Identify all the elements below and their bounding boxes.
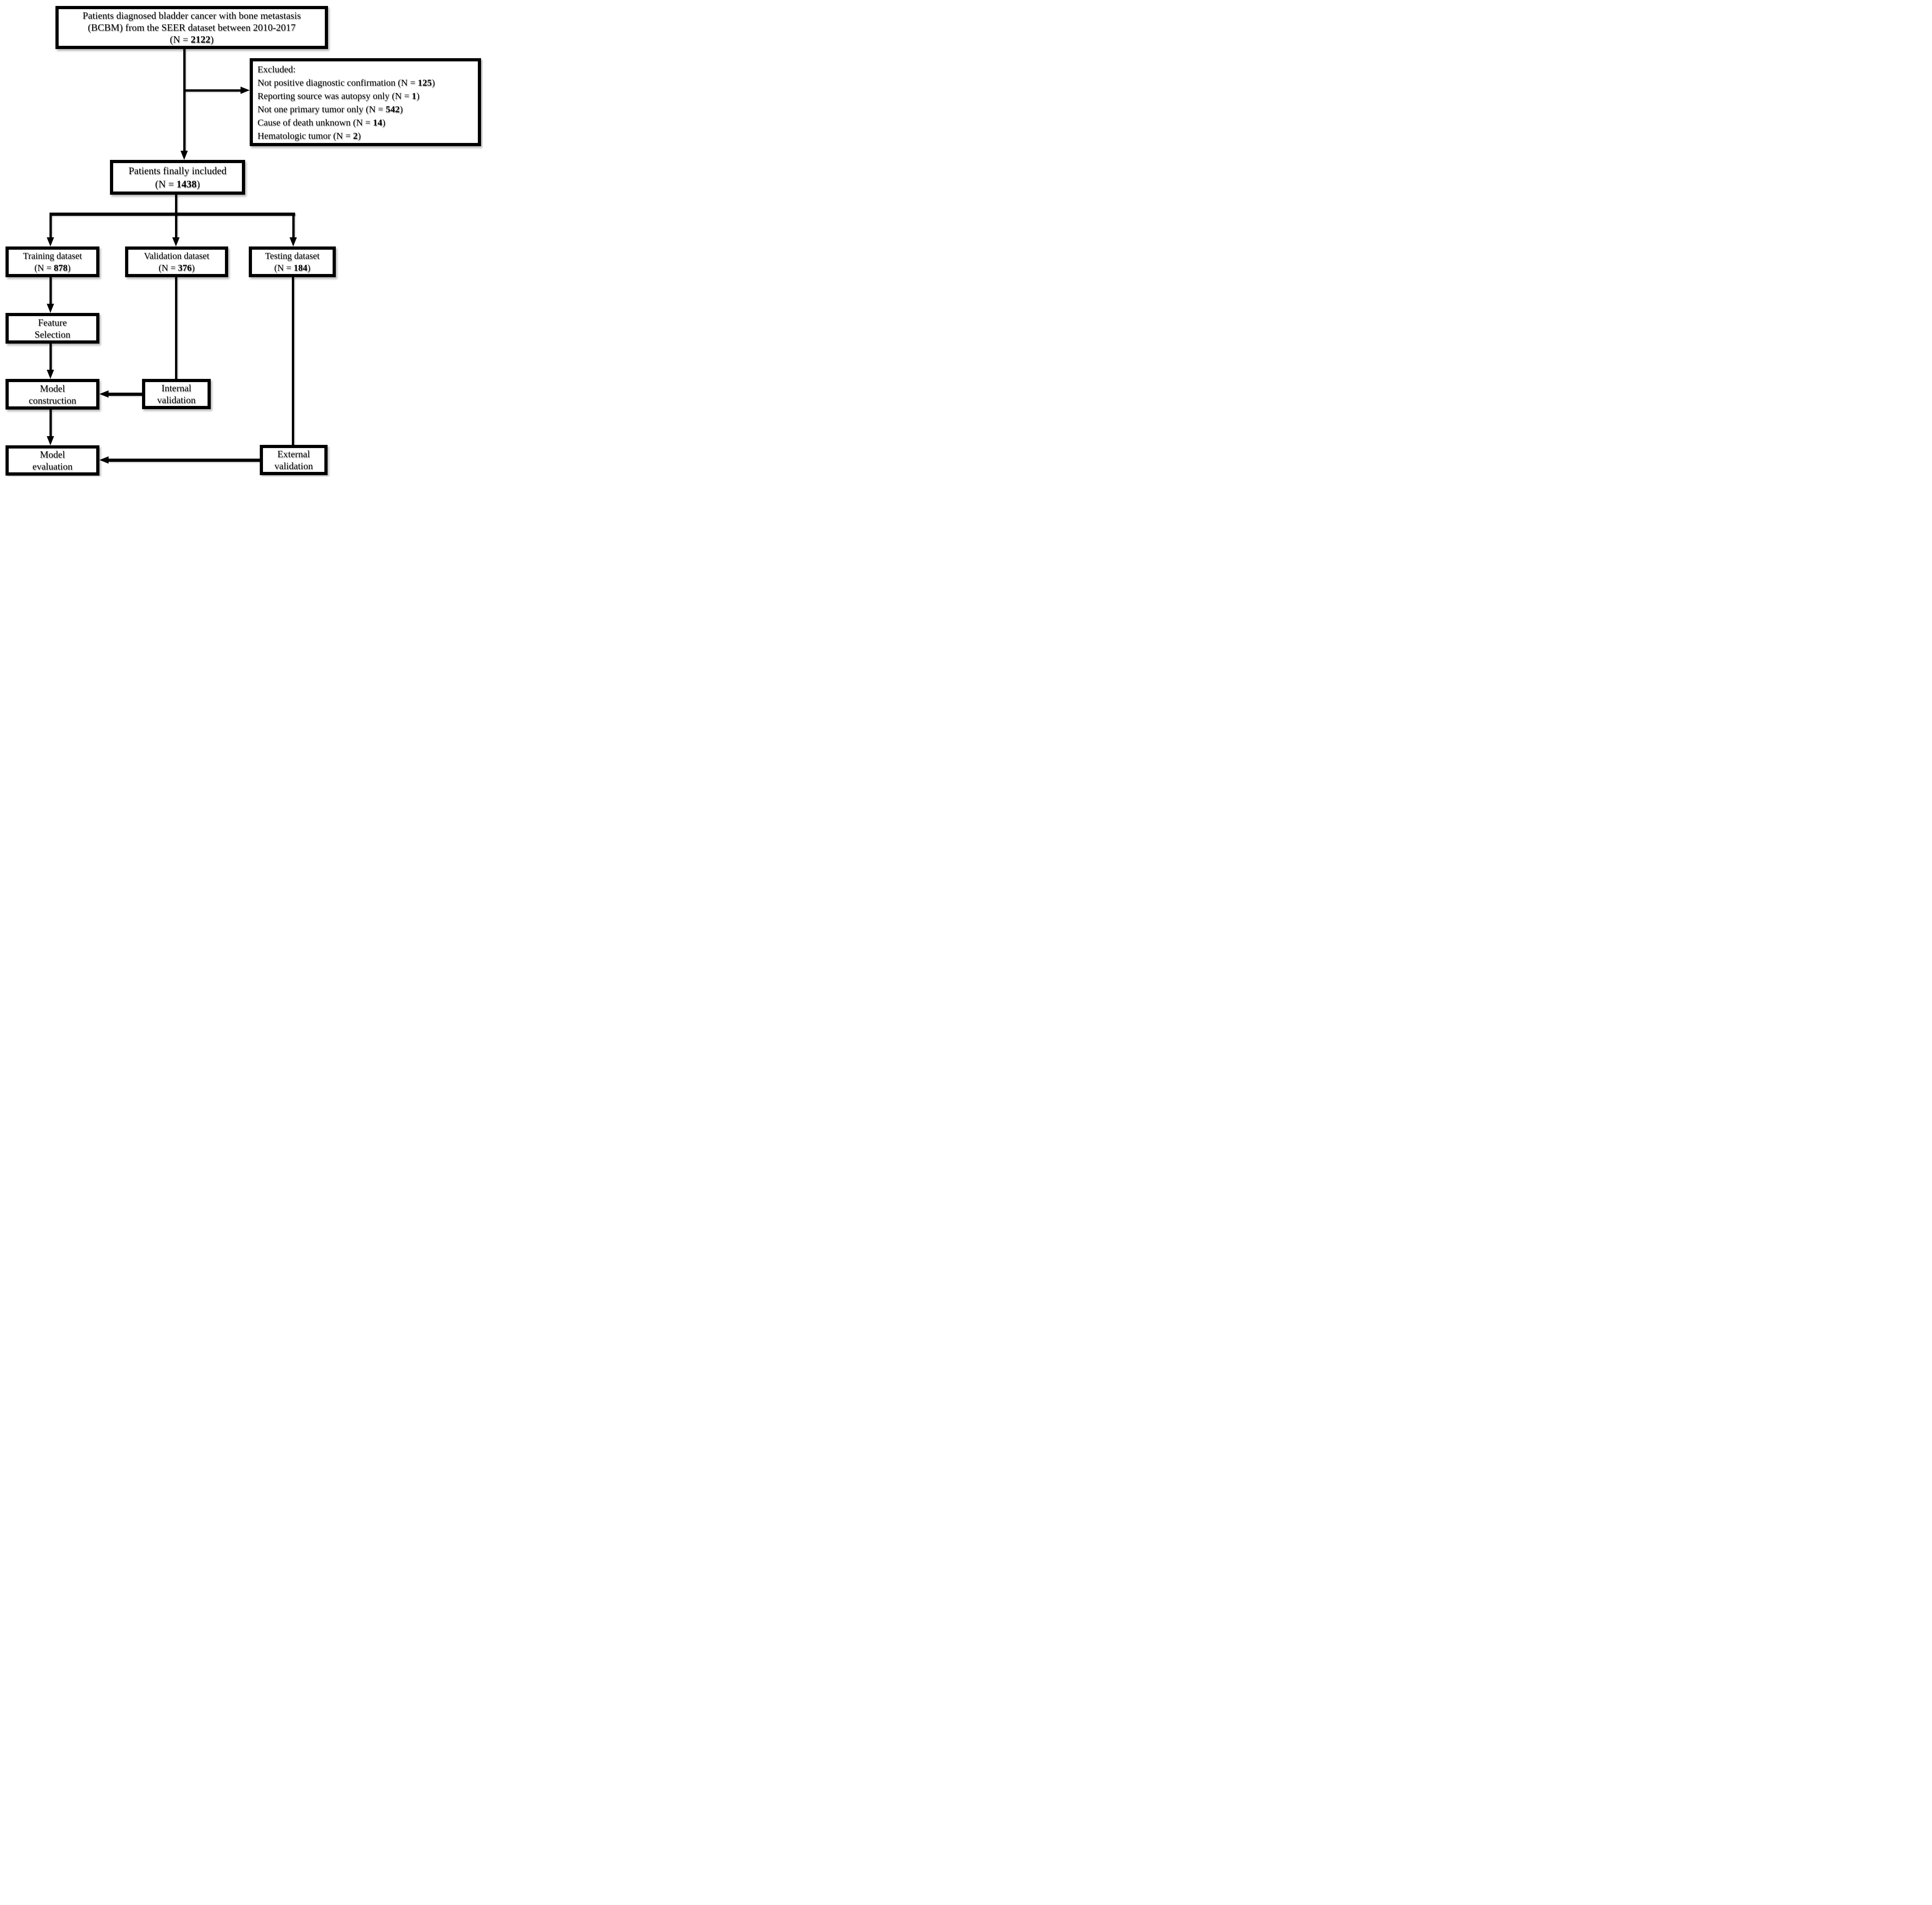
- excluded-item-3-close: ): [400, 104, 403, 115]
- connector-split-to-training: [49, 213, 52, 238]
- box-source-population: Patients diagnosed bladder cancer with b…: [55, 6, 328, 49]
- connector-split-to-testing: [292, 213, 295, 238]
- testing-n-value: 184: [293, 263, 307, 273]
- validation-n-post: ): [192, 263, 195, 273]
- excluded-item-4-close: ): [382, 118, 386, 128]
- validation-n-value: 376: [178, 263, 192, 273]
- training-line-1: Training dataset: [23, 251, 82, 261]
- connector-split-bar: [49, 213, 295, 216]
- internal-line-1: Internal: [161, 383, 192, 394]
- validation-n-pre: (N =: [158, 263, 178, 273]
- source-n-post: ): [210, 34, 214, 45]
- excluded-item: Not one primary tumor only (N = 542): [257, 103, 403, 116]
- excluded-title: Excluded:: [257, 65, 296, 75]
- connector-branch-to-excluded: [183, 89, 241, 92]
- arrowhead-into-included: [181, 151, 188, 160]
- box-validation-dataset: Validation dataset (N = 376): [125, 246, 228, 277]
- excluded-item-2-text: Reporting source was autopsy only (N =: [257, 91, 412, 101]
- excluded-item-1-count: 125: [417, 78, 432, 88]
- arrowhead-into-validation: [172, 237, 180, 246]
- excluded-item-5-count: 2: [353, 131, 358, 141]
- connector-feature-to-construction: [49, 344, 52, 370]
- connector-included-to-split: [175, 195, 177, 215]
- arrowhead-external-into-evaluation: [99, 456, 109, 464]
- box-included: Patients finally included (N = 1438): [110, 160, 245, 195]
- connector-split-to-validation: [175, 213, 177, 238]
- excluded-item-2-count: 1: [411, 91, 416, 101]
- included-count: (N = 1438): [155, 177, 200, 191]
- flowchart-canvas: Patients diagnosed bladder cancer with b…: [0, 0, 483, 476]
- excluded-item-3-count: 542: [385, 104, 400, 115]
- arrowhead-into-excluded: [241, 87, 250, 94]
- excluded-item-3-text: Not one primary tumor only (N =: [257, 104, 386, 115]
- testing-count: (N = 184): [274, 262, 310, 274]
- box-model-construction: Model construction: [5, 379, 99, 410]
- excluded-item: Cause of death unknown (N = 14): [257, 116, 385, 130]
- connector-training-to-feature: [49, 277, 52, 304]
- connector-testing-to-external: [292, 277, 294, 445]
- external-line-1: External: [277, 449, 310, 460]
- connector-internal-to-construction: [108, 393, 142, 396]
- arrowhead-into-evaluation: [47, 436, 54, 445]
- feature-line-2: Selection: [34, 328, 71, 340]
- source-line-1: Patients diagnosed bladder cancer with b…: [82, 10, 301, 21]
- excluded-item: Reporting source was autopsy only (N = 1…: [257, 90, 420, 103]
- box-external-validation: External validation: [260, 445, 328, 475]
- connector-validation-to-internal: [175, 277, 177, 379]
- validation-line-1: Validation dataset: [144, 251, 209, 261]
- source-line-2: (BCBM) from the SEER dataset between 201…: [88, 22, 296, 33]
- testing-line-1: Testing dataset: [265, 251, 320, 261]
- testing-n-post: ): [307, 263, 311, 273]
- arrowhead-internal-into-construction: [99, 390, 109, 398]
- training-count: (N = 878): [34, 262, 71, 274]
- arrowhead-into-training: [47, 237, 54, 246]
- connector-construction-to-evaluation: [49, 410, 52, 437]
- included-n-pre: (N =: [155, 178, 177, 190]
- excluded-item-4-text: Cause of death unknown (N =: [257, 118, 373, 128]
- box-training-dataset: Training dataset (N = 878): [5, 246, 99, 277]
- feature-line-1: Feature: [38, 317, 67, 328]
- connector-external-to-evaluation: [108, 459, 260, 462]
- included-n-value: 1438: [176, 178, 197, 190]
- box-internal-validation: Internal validation: [142, 379, 211, 409]
- internal-line-2: validation: [157, 394, 196, 405]
- arrowhead-into-construction: [47, 370, 54, 379]
- excluded-item: Not positive diagnostic confirmation (N …: [257, 77, 435, 90]
- box-feature-selection: Feature Selection: [5, 313, 99, 344]
- external-line-2: validation: [274, 460, 313, 471]
- construction-line-2: construction: [28, 394, 77, 406]
- evaluation-line-1: Model: [40, 449, 65, 460]
- training-n-post: ): [67, 263, 71, 273]
- source-n-value: 2122: [191, 34, 211, 45]
- excluded-item-2-close: ): [416, 91, 420, 101]
- construction-line-1: Model: [40, 383, 65, 394]
- excluded-item-5-close: ): [357, 131, 361, 141]
- box-testing-dataset: Testing dataset (N = 184): [249, 246, 336, 277]
- excluded-item-4-count: 14: [372, 118, 383, 128]
- arrowhead-into-feature: [47, 304, 54, 313]
- included-n-post: ): [197, 178, 200, 190]
- excluded-item-1-close: ): [432, 78, 435, 88]
- box-excluded: Excluded: Not positive diagnostic confir…: [250, 58, 481, 146]
- testing-n-pre: (N =: [274, 263, 294, 273]
- source-n-pre: (N =: [170, 34, 191, 45]
- validation-count: (N = 376): [159, 262, 195, 274]
- arrowhead-into-testing: [290, 237, 297, 246]
- training-n-value: 878: [54, 263, 68, 273]
- excluded-item: Hematologic tumor (N = 2): [257, 130, 361, 143]
- connector-source-to-included: [183, 49, 186, 151]
- box-model-evaluation: Model evaluation: [5, 445, 99, 476]
- evaluation-line-2: evaluation: [32, 461, 73, 472]
- excluded-item-1-text: Not positive diagnostic confirmation (N …: [257, 78, 418, 88]
- source-count: (N = 2122): [170, 33, 214, 45]
- included-line-1: Patients finally included: [128, 165, 227, 176]
- excluded-item-5-text: Hematologic tumor (N =: [257, 131, 353, 141]
- training-n-pre: (N =: [34, 263, 54, 273]
